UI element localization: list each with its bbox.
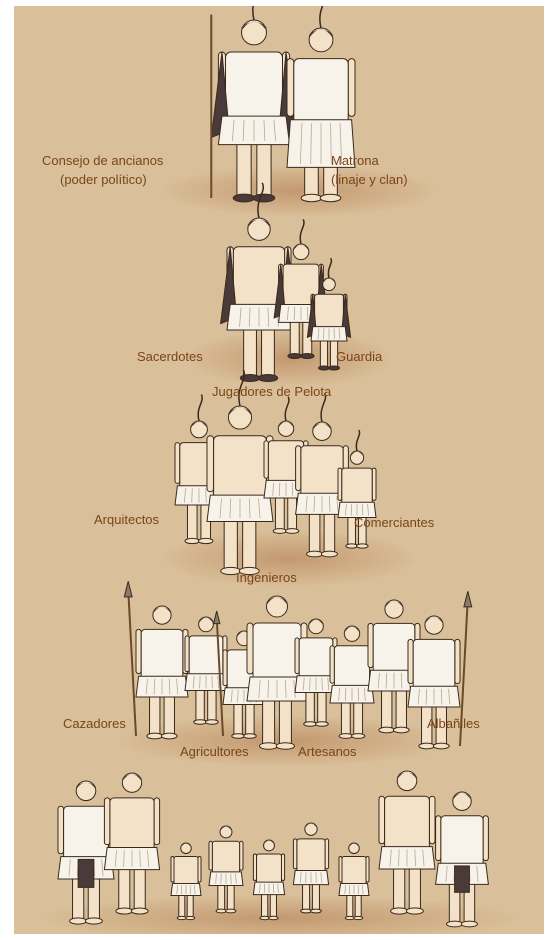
tier-4-center-left-label: Agricultores — [180, 744, 249, 759]
hierarchy-diagram: Consejo de ancianos (poder político) Mat… — [14, 6, 544, 934]
child-figure-5 — [339, 843, 369, 920]
tier-4-center-right-label: Artesanos — [298, 744, 357, 759]
child-figure-3 — [253, 840, 284, 920]
tier-2-left-label: Sacerdotes — [137, 349, 203, 364]
tier-2-right-label: Guardia — [336, 349, 382, 364]
commoner-figure-3 — [379, 771, 435, 914]
elder-figure — [211, 6, 296, 202]
tier-1-right-label-line1: Matrona — [331, 153, 379, 168]
commoner-figure-4 — [436, 792, 489, 927]
figures-layer — [14, 6, 544, 934]
tier-4-right-label: Albañiles — [427, 716, 480, 731]
commoner-figure-2 — [104, 773, 159, 914]
tier-3-bottom-label: Ingenieros — [236, 570, 297, 585]
tier-3-right-label: Comerciantes — [354, 515, 434, 530]
child-figure-4 — [293, 823, 328, 913]
tier-3-left-label: Arquitectos — [94, 512, 159, 527]
engineer-figure — [207, 370, 273, 575]
child-figure-2 — [209, 826, 243, 913]
hunter-figure — [124, 581, 188, 739]
tier-1-left-label-line1: Consejo de ancianos — [42, 153, 163, 168]
tier-2-bottom-label: Jugadores de Pelota — [212, 384, 331, 399]
child-figure-1 — [171, 843, 201, 920]
tier-1-left-label-line2: (poder político) — [60, 172, 147, 187]
tier-1-right-label-line2: (linaje y clan) — [331, 172, 408, 187]
tier-4-left-label: Cazadores — [63, 716, 126, 731]
